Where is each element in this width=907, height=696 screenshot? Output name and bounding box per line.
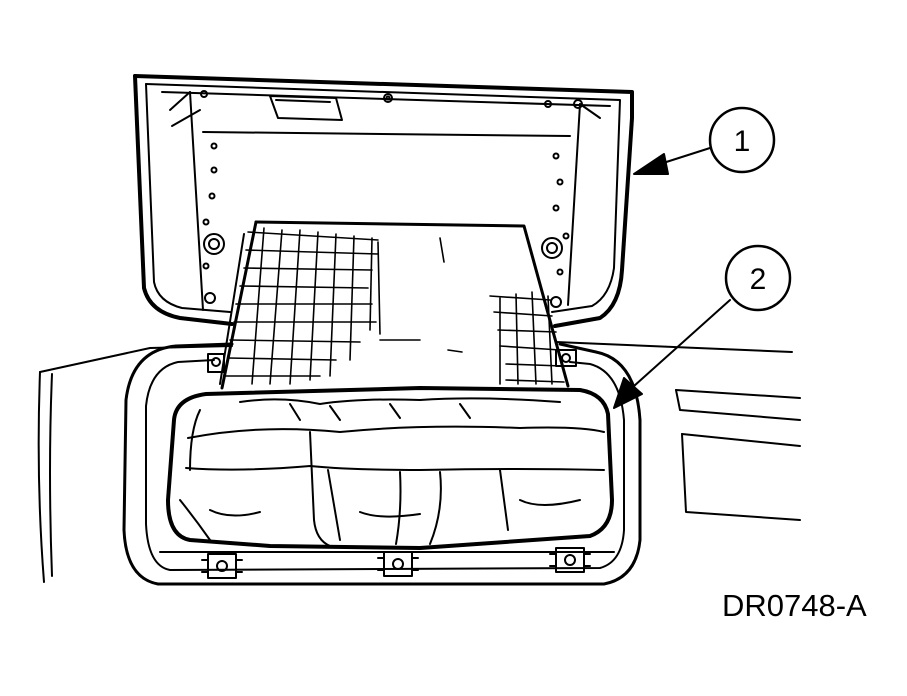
air-bag-cushion bbox=[166, 386, 614, 550]
callout-number: 1 bbox=[734, 125, 751, 158]
callout-1: 1 bbox=[633, 106, 776, 175]
deployment-flap bbox=[219, 220, 570, 390]
callout-2: 2 bbox=[613, 244, 792, 409]
retainer-clip bbox=[201, 553, 243, 579]
retainer-clip bbox=[377, 551, 419, 577]
callout-number: 2 bbox=[750, 263, 767, 296]
arrowhead bbox=[633, 153, 669, 175]
figure-id-label: DR0748-A bbox=[722, 588, 867, 623]
leader-line bbox=[659, 147, 711, 165]
door-panel bbox=[133, 74, 634, 328]
leader-line bbox=[633, 299, 731, 387]
arrowhead bbox=[613, 377, 643, 409]
retainer-clip bbox=[549, 547, 591, 573]
